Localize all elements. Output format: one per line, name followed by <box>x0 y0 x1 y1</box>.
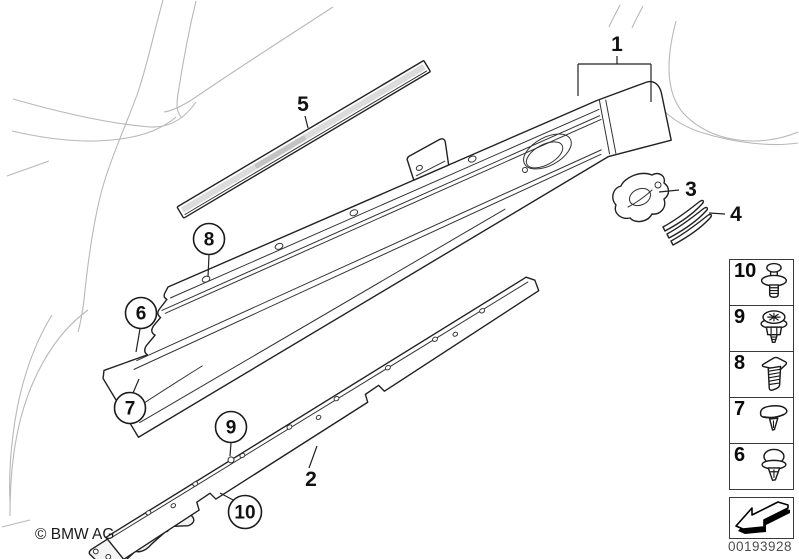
direction-arrow-icon <box>730 501 793 542</box>
legend-number: 8 <box>734 352 746 374</box>
rear-bottom-dash <box>1 519 31 528</box>
legend-cell-6[interactable]: 6 <box>729 443 794 490</box>
scuttle-opening <box>523 133 572 170</box>
callout-8-label[interactable]: 8 <box>204 230 215 251</box>
a-pillar-inner-line <box>176 0 197 119</box>
diagram-part-number: 00193928 <box>727 539 793 554</box>
callout-1[interactable]: 1 <box>577 33 652 102</box>
callout-1-label[interactable]: 1 <box>611 33 623 56</box>
legend-number: 7 <box>734 398 746 420</box>
legend-cell-9[interactable]: 9 <box>729 305 794 352</box>
fender-dash <box>6 160 50 177</box>
hood-crease <box>11 116 177 142</box>
beltline <box>163 6 334 113</box>
direction-arrow-box <box>729 497 794 539</box>
rear-arch-inner <box>9 314 53 503</box>
expansion-rivet-icon <box>754 354 792 396</box>
door-frame-dash-2 <box>631 5 644 29</box>
cap-clip-icon <box>754 400 792 442</box>
screw-hole <box>349 209 359 217</box>
part-5-sill-strip <box>176 60 431 219</box>
legend-number: 6 <box>734 444 746 466</box>
dome-clip-icon <box>754 446 792 488</box>
callout-4[interactable]: 4 <box>708 203 742 226</box>
part-3-bracket <box>612 172 670 223</box>
part-4-fin-trim <box>662 199 713 246</box>
callout-6-label[interactable]: 6 <box>136 304 147 325</box>
blind-rivet-icon <box>754 262 792 304</box>
flange-screw-icon <box>754 308 792 350</box>
callout-7[interactable]: 7 <box>113 378 147 425</box>
legend-number: 10 <box>734 260 757 282</box>
callout-10-label[interactable]: 10 <box>234 503 255 524</box>
part-2-carrier-rail <box>88 276 540 559</box>
legend-cell-7[interactable]: 7 <box>729 397 794 444</box>
callout-5-label[interactable]: 5 <box>297 93 309 116</box>
callout-5[interactable]: 5 <box>297 93 309 129</box>
callout-7-label[interactable]: 7 <box>125 399 136 420</box>
callout-8[interactable]: 8 <box>192 222 226 278</box>
copyright-notice: © BMW AG <box>35 526 115 543</box>
legend-cell-8[interactable]: 8 <box>729 351 794 398</box>
front-arch-outer <box>668 20 799 142</box>
callout-6[interactable]: 6 <box>124 296 158 353</box>
callout-2-label[interactable]: 2 <box>305 468 317 491</box>
door-frame-dash-1 <box>608 4 621 28</box>
callout-10[interactable]: 10 <box>219 492 263 530</box>
callout-4-label[interactable]: 4 <box>730 203 742 226</box>
legend-number: 9 <box>734 306 746 328</box>
end-cap-seam <box>598 100 611 155</box>
part-1-sill-trim-panel <box>102 80 672 438</box>
screw-hole <box>467 155 477 163</box>
callout-1-bracket <box>577 56 652 102</box>
screw-hole <box>274 242 284 250</box>
rivet-9-position <box>227 456 235 464</box>
callout-9-label[interactable]: 9 <box>226 418 237 439</box>
callout-3[interactable]: 3 <box>658 178 697 201</box>
fastener-legend: 10 9 <box>729 259 794 490</box>
strip-lettering-smudge <box>254 135 306 169</box>
callout-9[interactable]: 9 <box>214 410 248 457</box>
callout-2[interactable]: 2 <box>305 445 318 491</box>
a-pillar-line <box>77 0 164 333</box>
cowl-line <box>12 98 197 128</box>
callout-3-label[interactable]: 3 <box>685 178 697 201</box>
rear-arch-outer <box>9 309 89 517</box>
screw-hole <box>201 275 211 283</box>
legend-cell-10[interactable]: 10 <box>729 259 794 306</box>
